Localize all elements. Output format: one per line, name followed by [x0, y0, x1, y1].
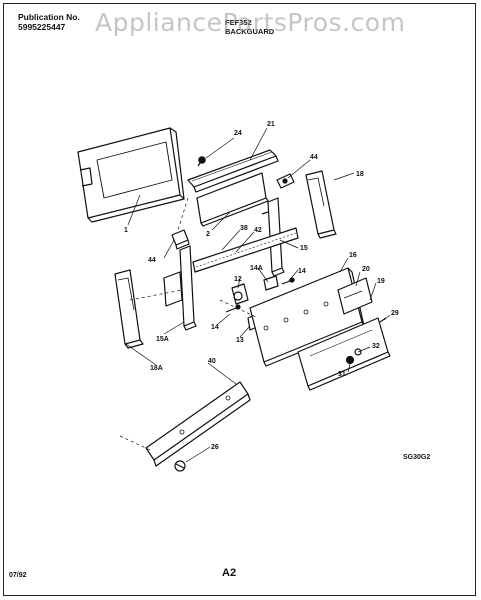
callout-31: 31 — [338, 371, 346, 378]
part-15A-bracket — [163, 245, 197, 331]
part-18A-end-cap — [114, 269, 144, 349]
model-number: FEF352 — [225, 18, 252, 27]
footer-date: 07/92 — [9, 572, 27, 579]
callout-24: 24 — [234, 130, 242, 137]
watermark: AppliancePartsPros.com — [95, 8, 406, 37]
part-20-timer — [337, 277, 373, 315]
publication-label: Publication No. — [18, 12, 80, 22]
callout-18: 18 — [356, 171, 364, 178]
section-title: BACKGUARD — [225, 27, 275, 36]
callout-42: 42 — [254, 227, 262, 234]
callout-38: 38 — [240, 225, 248, 232]
publication-block: Publication No. 5995225447 — [18, 12, 80, 32]
callout-18A: 18A — [150, 365, 163, 372]
callout-15A: 15A — [156, 336, 169, 343]
callout-19: 19 — [377, 278, 385, 285]
callout-32: 32 — [372, 343, 380, 350]
part-21-trim — [187, 149, 279, 193]
part-44-clip-left — [171, 229, 190, 250]
callout-40: 40 — [208, 358, 216, 365]
part-19-overlay — [297, 317, 391, 391]
callout-44-left: 44 — [148, 257, 156, 264]
leader-lines — [125, 127, 391, 463]
callout-16: 16 — [349, 252, 357, 259]
callout-15: 15 — [300, 245, 308, 252]
callout-14A: 14A — [250, 265, 263, 272]
footer-page-number: A2 — [222, 567, 237, 579]
part-14A-light — [263, 275, 279, 291]
part-24-screw — [197, 156, 206, 167]
callout-2: 2 — [206, 231, 210, 238]
assembly-lines — [119, 197, 259, 451]
callout-14-right: 14 — [298, 268, 306, 275]
part-2-glass — [196, 172, 269, 227]
callout-21: 21 — [267, 121, 275, 128]
callout-12: 12 — [234, 276, 242, 283]
part-40-lower-rail — [145, 381, 251, 467]
part-12-switch — [231, 283, 249, 305]
callout-20: 20 — [362, 266, 370, 273]
page-border — [3, 3, 476, 596]
model-block: FEF352 BACKGUARD — [225, 18, 274, 36]
part-18-end-cap — [305, 170, 337, 239]
part-31-32-knob — [345, 348, 362, 365]
callout-29: 29 — [391, 310, 399, 317]
callout-13: 13 — [236, 337, 244, 344]
callout-1: 1 — [124, 227, 128, 234]
callout-14-left: 14 — [211, 324, 219, 331]
part-1-backguard — [77, 127, 185, 223]
callout-44-top: 44 — [310, 154, 318, 161]
part-44-clip-right — [276, 173, 295, 189]
part-26-screw — [174, 460, 186, 472]
callout-26: 26 — [211, 444, 219, 451]
part-38-rail — [192, 227, 299, 273]
part-29-screw — [379, 317, 387, 323]
publication-number: 5995225447 — [18, 22, 66, 32]
diagram-code: SG30G2 — [403, 454, 431, 461]
